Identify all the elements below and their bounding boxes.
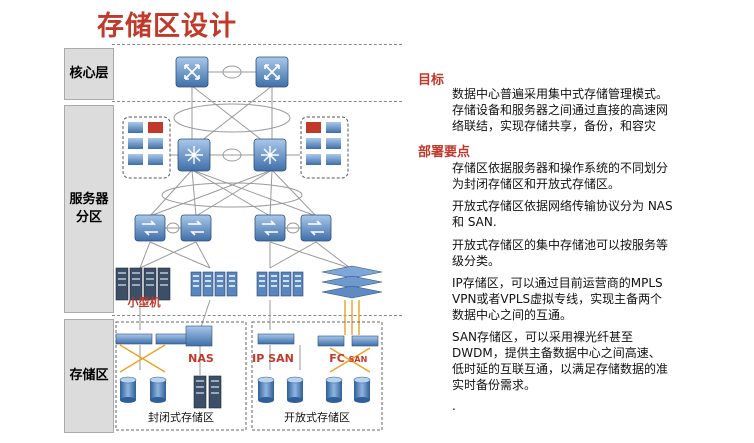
access-switch-1 [134, 214, 166, 242]
layer-storage-text: 存储区 [69, 368, 109, 383]
point-4-line-3: 数据中心之间的互通。 [452, 308, 573, 322]
layer-label-core: 核心层 [64, 48, 114, 100]
point-1-line-1: 存储区依据服务器和操作系统的不同划分 [452, 161, 669, 175]
layer-core-text: 核心层 [69, 66, 109, 81]
closed-storage-box [115, 321, 247, 431]
storage-switches [115, 325, 379, 347]
dashed-separator-storage [112, 315, 402, 316]
point-5-line-3: 低时延的互联互通，以满足存储数据的准 [452, 362, 669, 376]
rack-servers-group-1 [190, 271, 238, 297]
closed-storage-disks [119, 376, 167, 404]
point-2-line-2: 和 SAN. [452, 215, 497, 229]
aggregation-switch-left [177, 138, 211, 172]
page-title: 存储区设计 [97, 11, 237, 42]
layer-server-line2: 分区 [75, 210, 102, 225]
label-fc-san: SAN [349, 355, 368, 364]
point-4-line-2: VPN或者VPLS虚拟专线，实现主备两个 [452, 292, 663, 306]
service-module-right [300, 116, 349, 179]
aggregation-switch-right [253, 138, 287, 172]
label-ip-san: IP SAN [252, 352, 294, 365]
dashed-separator-core [112, 101, 402, 102]
core-switch-left [175, 56, 209, 88]
layer-label-storage: 存储区 [64, 319, 114, 433]
point-3-line-2: 级分类。 [452, 254, 501, 268]
deploy-heading: 部署要点 [418, 145, 471, 160]
label-minicomputer: 小型机 [127, 295, 161, 309]
goal-heading: 目标 [418, 73, 445, 88]
core-switch-right [255, 56, 289, 88]
goal-line-2: 存储设备和服务器之间通过直接的高速网 [452, 103, 669, 117]
fc-links [119, 300, 371, 373]
access-switch-3 [254, 214, 286, 242]
goal-line-1: 数据中心普遍采用集中式存储管理模式。 [452, 87, 669, 101]
trailing-dot: . [452, 399, 456, 413]
label-fc: FC [329, 352, 345, 365]
access-switch-4 [300, 214, 332, 242]
nas-storage-racks [193, 375, 222, 409]
blade-server-stack [321, 265, 383, 299]
point-2-line-1: 开放式存储区依据网络传输协议分为 NAS [452, 199, 673, 213]
open-storage-disks [257, 376, 371, 404]
label-open-storage: 开放式存储区 [284, 410, 350, 424]
dashed-separator-top [112, 44, 402, 45]
label-nas: NAS [188, 352, 214, 365]
point-4-line-1: IP存储区，可以通过目前运营商的MPLS [452, 276, 663, 290]
point-1-line-2: 为封闭存储区和开放式存储区。 [452, 177, 621, 191]
layer-server-line1: 服务器 [69, 192, 109, 207]
service-module-left [122, 116, 171, 179]
rack-servers-group-2 [256, 271, 304, 297]
access-switch-2 [180, 214, 212, 242]
point-3-line-1: 开放式存储区的集中存储池可以按服务等 [452, 238, 669, 252]
point-5-line-2: DWDM，提供主备数据中心之间高速、 [452, 346, 661, 360]
point-5-line-4: 实时备份需求。 [452, 378, 537, 392]
goal-line-3: 络联结，实现存储共享，备份，和容灾 [452, 119, 657, 133]
label-closed-storage: 封闭式存储区 [148, 410, 214, 424]
point-5-line-1: SAN存储区，可以采用裸光纤甚至 [452, 330, 634, 344]
layer-label-server: 服务器 分区 [64, 105, 114, 313]
open-storage-box [251, 321, 383, 431]
